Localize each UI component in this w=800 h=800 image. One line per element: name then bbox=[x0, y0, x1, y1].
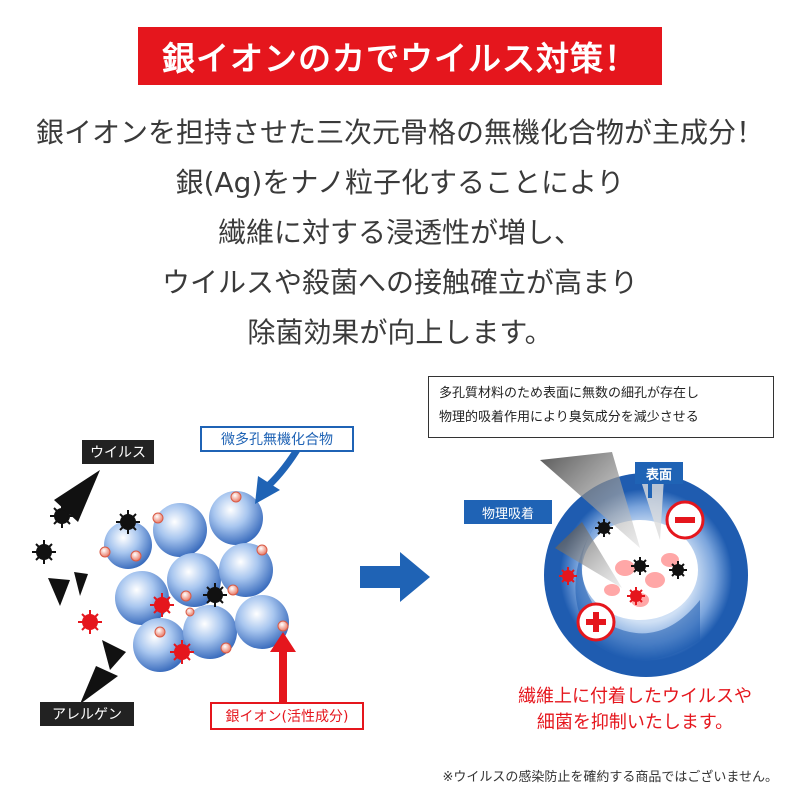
virus-label: ウイルス bbox=[82, 440, 154, 464]
diagram-illustration bbox=[32, 443, 748, 704]
virus-icon bbox=[32, 504, 227, 607]
intro-line: 除菌効果が向上します。 bbox=[247, 316, 553, 349]
intro-line: 銀(Ag)をナノ粒子化することにより bbox=[175, 166, 625, 199]
allergen-icon bbox=[78, 593, 194, 664]
silver-pointer bbox=[279, 650, 287, 702]
allergen-label: アレルゲン bbox=[40, 702, 134, 726]
intro-text: 銀イオンを担持させた三次元骨格の無機化合物が主成分！ 銀(Ag)をナノ粒子化する… bbox=[0, 108, 800, 358]
silver-ion-dots bbox=[99, 491, 289, 654]
porous-compound-label: 微多孔無機化合物 bbox=[200, 426, 354, 452]
silver-ion-label: 銀イオン(活性成分) bbox=[210, 702, 364, 730]
result-text: 繊維上に付着したウイルスや 細菌を抑制いたします。 bbox=[500, 684, 770, 736]
intro-line: ウイルスや殺菌への接触確立が高まり bbox=[161, 266, 638, 299]
plus-icon bbox=[576, 602, 616, 642]
result-line: 繊維上に付着したウイルスや bbox=[518, 686, 752, 707]
disclaimer: ※ウイルスの感染防止を確約する商品ではございません。 bbox=[442, 770, 778, 785]
title-banner: 銀イオンのカでウイルス対策！ bbox=[138, 27, 662, 85]
callout-line: 物理的吸着作用により臭気成分を減少させる bbox=[439, 410, 699, 425]
adsorption-callout: 多孔質材料のため表面に無数の細孔が存在し 物理的吸着作用により臭気成分を減少させ… bbox=[428, 376, 774, 438]
intro-line: 繊維に対する浸透性が増し、 bbox=[217, 216, 582, 249]
callout-line: 多孔質材料のため表面に無数の細孔が存在し bbox=[439, 386, 700, 401]
right-arrow-icon bbox=[360, 552, 430, 602]
result-line: 細菌を抑制いたします。 bbox=[536, 712, 734, 733]
minus-icon bbox=[665, 500, 705, 540]
pointer-wedges bbox=[48, 470, 126, 704]
surface-tag: 表面 bbox=[635, 462, 683, 484]
physical-adsorption-tag: 物理吸着 bbox=[464, 500, 552, 524]
intro-line: 銀イオンを担持させた三次元骨格の無機化合物が主成分！ bbox=[35, 116, 764, 149]
magnified-fiber bbox=[540, 452, 748, 677]
